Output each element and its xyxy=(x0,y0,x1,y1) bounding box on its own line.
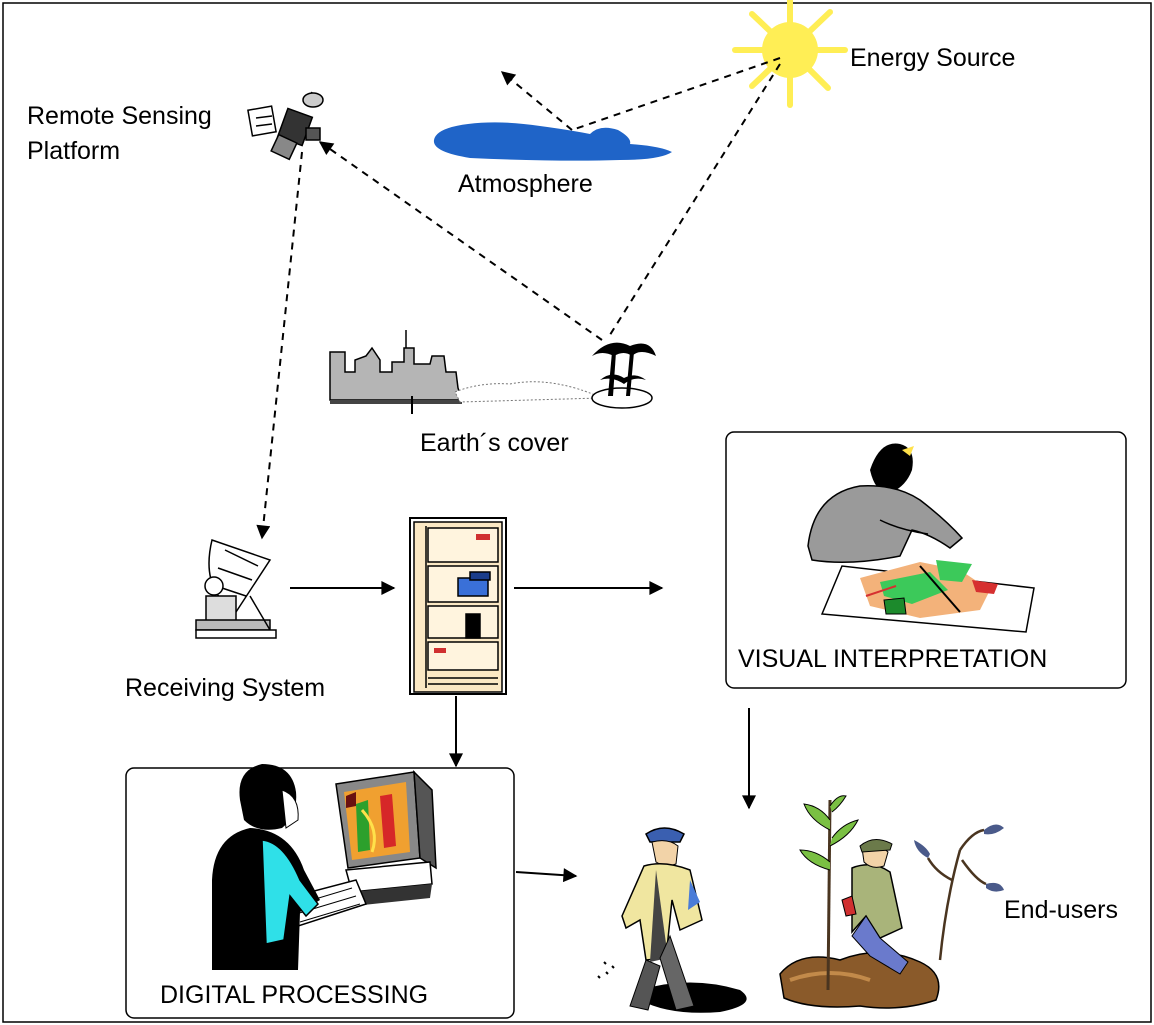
atmosphere-scatter-arrow xyxy=(500,71,573,131)
cloud-icon xyxy=(433,122,672,161)
end-users-label: End-users xyxy=(1004,896,1118,924)
palm-island-icon xyxy=(591,342,656,409)
computer-rack-icon xyxy=(409,517,507,695)
atmosphere-label: Atmosphere xyxy=(458,170,593,198)
satellite-icon xyxy=(247,91,324,161)
sun-to-earth-ray xyxy=(607,63,781,339)
digital-to-endusers-arrow xyxy=(515,868,578,883)
visual-interpretation-label: VISUAL INTERPRETATION xyxy=(738,645,1047,673)
sun-to-atmosphere-ray xyxy=(571,57,781,131)
tree-planter-icon xyxy=(779,795,1004,1009)
earth-to-platform-arrow xyxy=(318,141,603,341)
computer-operator-icon xyxy=(212,764,437,970)
platform-to-receiver-arrow xyxy=(256,151,303,540)
energy-source-label: Energy Source xyxy=(850,44,1015,72)
city-skyline-icon xyxy=(329,330,602,414)
receiving-system-label: Receiving System xyxy=(125,674,325,702)
platform-label-line1: Remote Sensing xyxy=(27,102,212,130)
farmer-sowing-icon xyxy=(597,827,747,1013)
map-interpreter-icon xyxy=(807,443,1035,633)
satellite-dish-icon xyxy=(195,539,277,639)
earth-cover-label: Earth´s cover xyxy=(420,429,569,457)
digital-processing-label: DIGITAL PROCESSING xyxy=(160,981,428,1009)
sun-icon xyxy=(732,0,848,108)
platform-label-line2: Platform xyxy=(27,137,120,165)
